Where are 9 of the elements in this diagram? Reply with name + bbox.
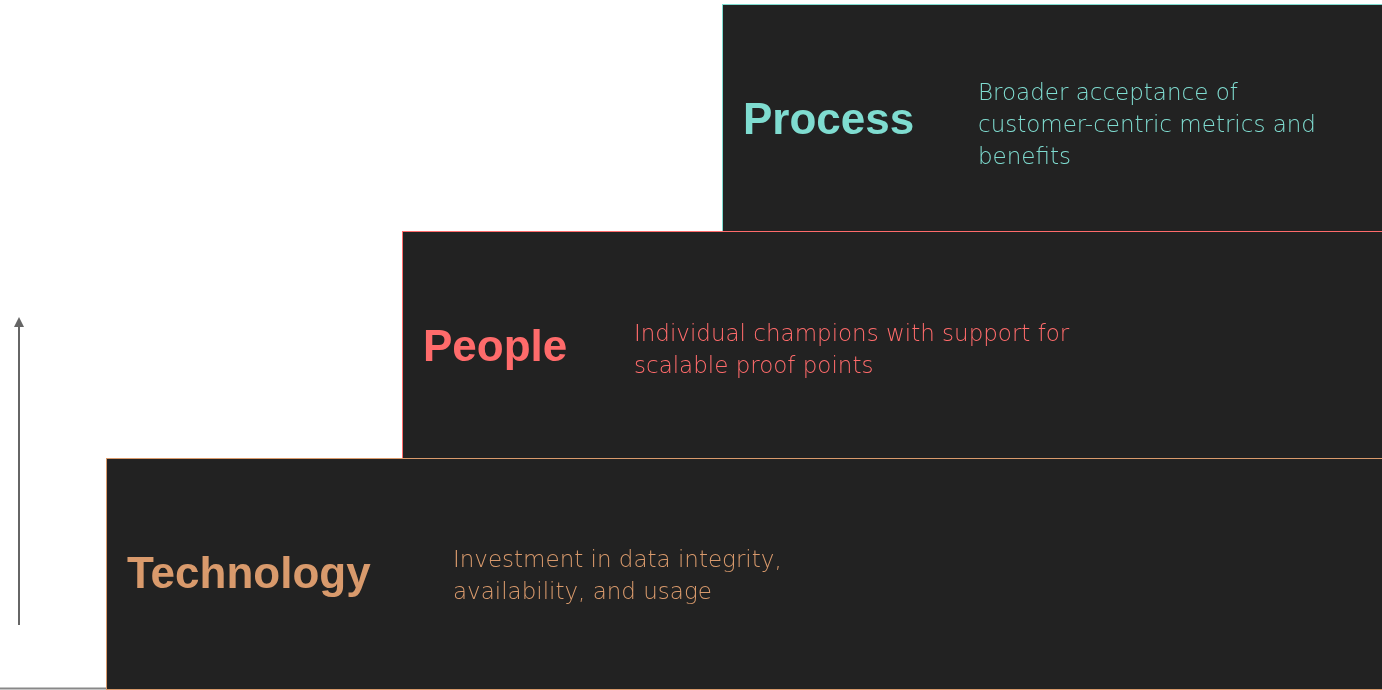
step-box (402, 231, 1382, 459)
step-heading: Process (743, 97, 915, 141)
step-description: Broader acceptance of customer-centric metrics and benefits (978, 78, 1317, 171)
step-description: Investment in data integrity, availability, and usage (453, 545, 783, 606)
step-box (722, 4, 1382, 232)
step-box (106, 458, 1382, 690)
step-heading: People (423, 324, 568, 368)
step-description: Individual champions with support for scalable proof points (634, 319, 1071, 380)
step-heading: Technology (127, 551, 371, 595)
